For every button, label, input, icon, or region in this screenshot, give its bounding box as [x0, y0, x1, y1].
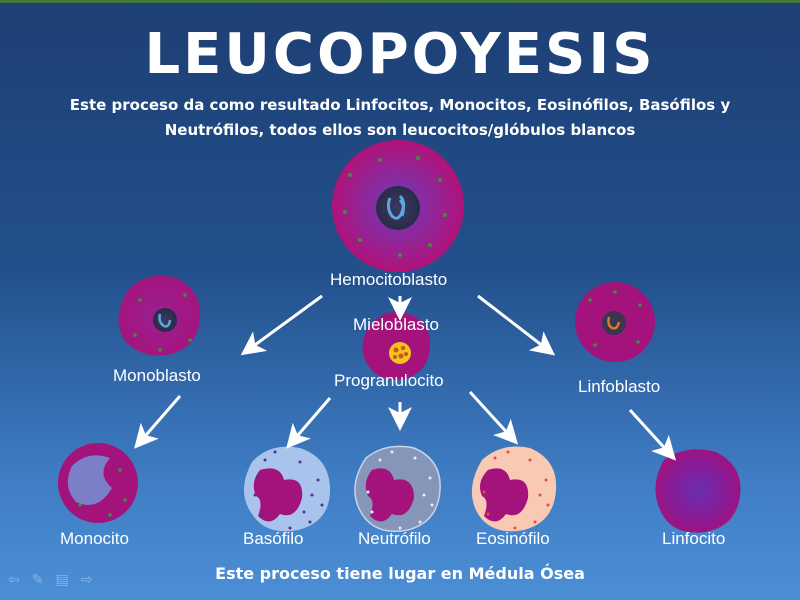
- monocito-cell: [58, 443, 138, 523]
- label-monocito: Monocito: [60, 529, 129, 548]
- arrows: [134, 294, 677, 461]
- label-hemocitoblasto: Hemocitoblasto: [330, 270, 448, 289]
- label-linfoblasto: Linfoblasto: [578, 377, 661, 396]
- progranulocito-cell: [362, 311, 430, 380]
- arrow-hemo-to-linfoblasto: [477, 294, 556, 356]
- eosinofilo-cell: [471, 446, 557, 532]
- label-basofilo: Basófilo: [243, 529, 304, 548]
- back-arrow-icon[interactable]: ⇦: [8, 572, 20, 588]
- pen-icon[interactable]: ✎: [31, 572, 44, 588]
- monoblasto-cell: [118, 275, 201, 356]
- label-linfocito: Linfocito: [662, 529, 726, 548]
- slideshow-nav: ⇦ ✎ ▤ ⇨: [8, 572, 92, 588]
- top-accent-line: [0, 0, 800, 3]
- neutrofilo-cell: [354, 445, 441, 532]
- label-eosinofilo: Eosinófilo: [476, 529, 550, 548]
- arrow-hemo-to-monoblasto: [240, 294, 323, 356]
- hemocitoblasto-cell: [332, 140, 464, 272]
- label-neutrofilo: Neutrófilo: [358, 529, 431, 548]
- footer-note: Este proceso tiene lugar en Médula Ósea: [215, 564, 585, 583]
- linfoblasto-cell: [575, 282, 655, 362]
- arrow-progranulocito-to-basofilo: [286, 397, 332, 449]
- menu-icon[interactable]: ▤: [55, 572, 69, 588]
- slide-title: LEUCOPOYESIS: [144, 22, 656, 87]
- arrow-progranulocito-to-eosinofilo: [468, 390, 519, 445]
- linfocito-cell: [655, 449, 741, 533]
- slide-subtitle: Este proceso da como resultado Linfocito…: [69, 96, 731, 139]
- label-mieloblasto: Mieloblasto: [353, 315, 439, 334]
- basofilo-cell: [244, 446, 330, 532]
- label-progranulocito: Progranulocito: [334, 371, 444, 390]
- forward-arrow-icon[interactable]: ⇨: [80, 572, 93, 588]
- arrow-linfoblasto-to-linfocito: [628, 408, 677, 461]
- arrow-monoblasto-to-monocito: [134, 395, 182, 449]
- label-monoblasto: Monoblasto: [113, 366, 201, 385]
